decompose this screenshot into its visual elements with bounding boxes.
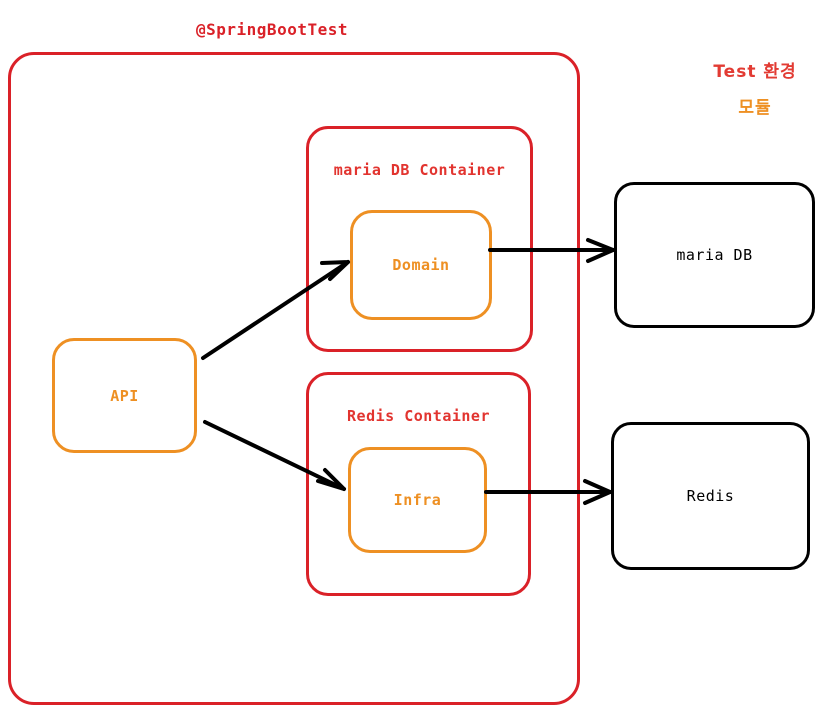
caption-test-environment-module: Test 환경 모듈 — [690, 54, 820, 126]
infra-module-box: Infra — [348, 447, 487, 553]
infra-module-label: Infra — [393, 491, 442, 509]
redis-container-label: Redis Container — [347, 407, 490, 425]
redis-system-box: Redis — [611, 422, 810, 570]
domain-module-box: Domain — [350, 210, 492, 320]
mariadb-system-box: maria DB — [614, 182, 815, 328]
api-module-label: API — [110, 386, 139, 405]
springboottest-boundary-box — [8, 52, 580, 705]
mariadb-container-box: maria DB Container — [306, 126, 533, 352]
mariadb-container-label: maria DB Container — [333, 161, 506, 179]
caption-test-environment: Test 환경 — [713, 62, 797, 82]
caption-module: 모듈 — [738, 98, 772, 118]
api-module-box: API — [52, 338, 197, 453]
mariadb-system-label: maria DB — [676, 246, 753, 264]
redis-system-label: Redis — [686, 487, 735, 505]
domain-module-label: Domain — [392, 256, 450, 274]
boundary-title: @SpringBootTest — [196, 20, 348, 39]
